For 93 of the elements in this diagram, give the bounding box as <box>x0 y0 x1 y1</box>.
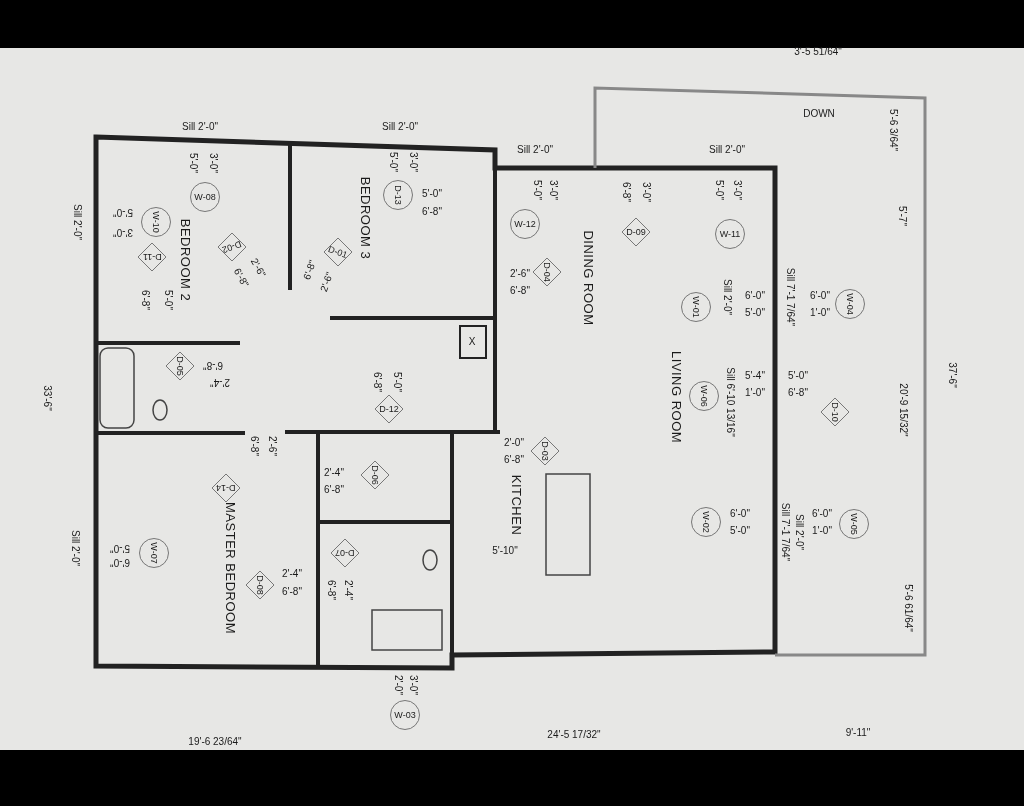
dimension-text: 1'-0" <box>810 307 830 319</box>
door-tag: D-04 <box>532 257 562 287</box>
dimension-text: Sill 7'-1 7/64" <box>784 267 796 327</box>
dimension-text: 3'-0" <box>731 180 743 200</box>
dimension-text: 5'-0" <box>110 542 130 554</box>
dimension-text: 5'-10" <box>492 545 518 557</box>
dimension-text: 24'-5 17/32" <box>547 729 601 741</box>
dimension-text: Sill 2'-0" <box>69 530 81 566</box>
dimension-text: 6'-8" <box>324 484 344 496</box>
dimension-text: Sill 2'-0" <box>71 204 83 240</box>
dimension-text: 3'-0" <box>207 153 219 173</box>
door-tag: D-03 <box>530 436 560 466</box>
dimension-text: 5'-0" <box>422 188 442 200</box>
dimension-text: 3'-0" <box>547 180 559 200</box>
dimension-text: 5'-0" <box>162 290 174 310</box>
dimension-text: Sill 2'-0" <box>182 121 218 133</box>
dimension-text: 6'-0" <box>745 290 765 302</box>
door-tag: D-02 <box>217 232 247 262</box>
dimension-text: 2'-6" <box>510 268 530 280</box>
dimension-text: 6'-8" <box>788 387 808 399</box>
dimension-text: 5'-0" <box>113 206 133 218</box>
dimension-text: DOWN <box>803 108 835 120</box>
dimension-text: Sill 2'-0" <box>721 279 733 315</box>
dimension-text: Sill 2'-0" <box>382 121 418 133</box>
dimension-text: 3'-0" <box>407 152 419 172</box>
dimension-text: 2'-4" <box>210 376 230 388</box>
room-label: MASTER BEDROOM <box>223 502 237 634</box>
door-tag: D-05 <box>165 351 195 381</box>
dimension-text: 6'-0" <box>730 508 750 520</box>
door-tag: D-07 <box>330 538 360 568</box>
dimension-text: Sill 6'-10 13/16" <box>724 367 736 437</box>
dimension-text: 6'-8" <box>203 359 223 371</box>
dimension-text: 5'-0" <box>531 180 543 200</box>
dimension-text: 6'-8" <box>300 258 320 282</box>
dimension-text: 3'-5 51/64" <box>794 46 842 58</box>
dimension-text: X <box>468 336 476 348</box>
dimension-text: 2'-0" <box>504 437 524 449</box>
door-tag: D-09 <box>621 217 651 247</box>
dimension-text: 5'-0" <box>730 525 750 537</box>
door-tag: D-10 <box>820 397 850 427</box>
dimension-text: 33'-6" <box>41 385 53 411</box>
dimension-text: 1'-0" <box>812 525 832 537</box>
dimension-text: 2'-6" <box>317 270 337 294</box>
dimension-text: 6'-8" <box>371 372 383 392</box>
dimension-text: 5'-0" <box>745 307 765 319</box>
dimension-text: 5'-4" <box>745 370 765 382</box>
door-tag: D-08 <box>245 570 275 600</box>
dimension-text: 5'-7" <box>896 206 908 226</box>
door-tag: D-14 <box>211 473 241 503</box>
dimension-text: 5'-0" <box>187 153 199 173</box>
dimension-text: 5'-0" <box>387 152 399 172</box>
dimension-text: 2'-4" <box>342 580 354 600</box>
dimension-text: 6'-8" <box>139 290 151 310</box>
dimension-text: Sill 2'-0" <box>517 144 553 156</box>
dimension-text: 6'-8" <box>325 580 337 600</box>
dimension-text: Sill 2'-0" <box>709 144 745 156</box>
dimension-text: 19'-6 23/64" <box>188 736 242 748</box>
dimension-text: 20'-9 15/32" <box>897 383 909 437</box>
dimension-text: 9'-11" <box>845 727 871 739</box>
dimension-text: Sill 7'-1 7/64" <box>779 502 791 562</box>
dimension-text: 6'-8" <box>282 586 302 598</box>
dimension-text: 6'-8" <box>422 206 442 218</box>
dimension-text: 3'-0" <box>113 226 133 238</box>
dimension-text: Sill 2'-0" <box>793 514 805 550</box>
room-label: KITCHEN <box>509 474 523 536</box>
dimension-text: 5'-0" <box>788 370 808 382</box>
dimension-text: 6'-0" <box>110 556 130 568</box>
dimension-text: 6'-8" <box>510 285 530 297</box>
dimension-text: 3'-0" <box>640 182 652 202</box>
dimension-text: 6'-8" <box>248 436 260 456</box>
dimension-text: 1'-0" <box>745 387 765 399</box>
dimension-text: 5'-6 3/64" <box>887 108 899 152</box>
door-tag: D-12 <box>374 394 404 424</box>
dimension-text: 3'-0" <box>407 675 419 695</box>
dimension-text: 5'-0" <box>713 180 725 200</box>
dimension-text: 37'-6" <box>946 362 958 388</box>
room-label: BEDROOM 2 <box>178 218 192 302</box>
door-tag: D-11 <box>137 242 167 272</box>
dimension-text: 6'-8" <box>504 454 524 466</box>
dimension-text: 2'-6" <box>266 436 278 456</box>
dimension-text: 5'-6 61/64" <box>902 584 914 632</box>
room-label: BEDROOM 3 <box>358 176 372 260</box>
door-tag: D-06 <box>360 460 390 490</box>
dimension-text: 2'-4" <box>282 568 302 580</box>
room-label: DINING ROOM <box>581 230 595 326</box>
dimension-text: 6'-8" <box>620 182 632 202</box>
dimension-text: 6'-0" <box>812 508 832 520</box>
dimension-text: 2'-0" <box>392 675 404 695</box>
dimension-text: 2'-4" <box>324 467 344 479</box>
room-label: LIVING ROOM <box>669 350 683 444</box>
door-tag: D-01 <box>323 237 353 267</box>
dimension-text: 6'-0" <box>810 290 830 302</box>
dimension-text: 5'-0" <box>391 372 403 392</box>
